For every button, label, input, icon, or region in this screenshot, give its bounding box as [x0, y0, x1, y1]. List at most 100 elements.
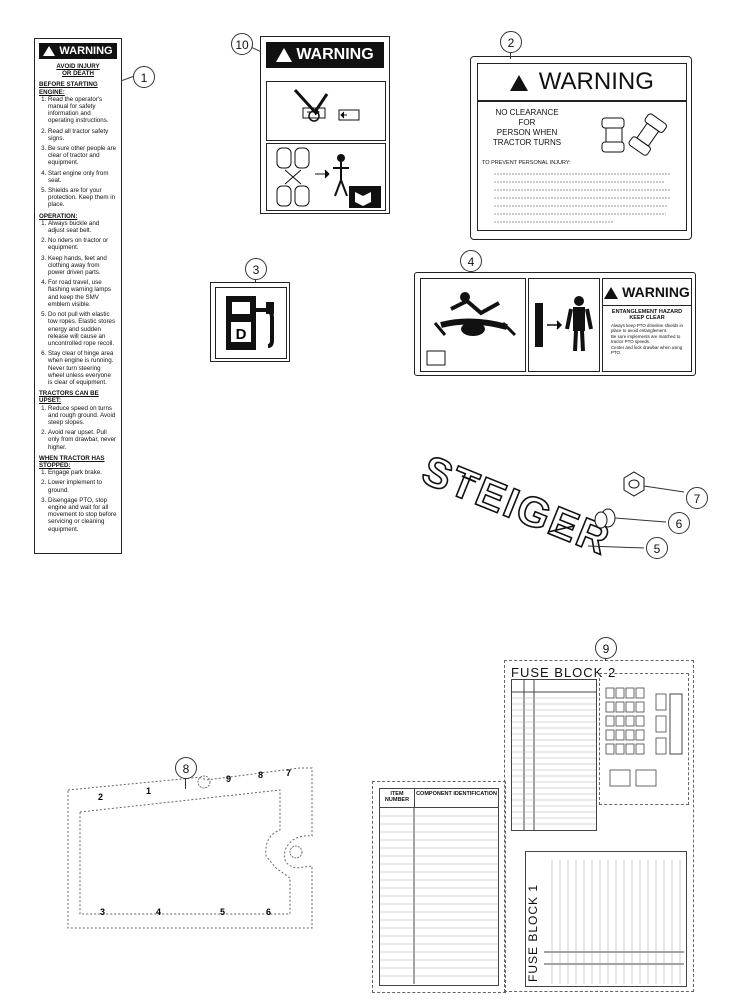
upset-list: Reduce speed on turns and rough ground. … [39, 405, 117, 451]
callout-6: 6 [668, 512, 690, 534]
list-item: Avoid rear upset. Pull only from drawbar… [48, 429, 117, 451]
operation-list: Always buckle and adjust seat belt. No r… [39, 220, 117, 386]
list-item: Read all tractor safety signs. [48, 128, 117, 142]
spacer-icon [594, 508, 616, 529]
stopped-heading-1: WHEN TRACTOR HAS [39, 454, 105, 462]
list-item: Disengage PTO, stop engine and wait for … [48, 497, 117, 533]
gasket-number: 3 [100, 907, 105, 917]
entanglement-decal: WARNING ENTANGLEMENT HAZARD KEEP CLEAR A… [414, 272, 696, 376]
fuel-pump-icon: D [226, 296, 274, 350]
list-item: For road travel, use flashing warning la… [48, 279, 117, 308]
warning-decal-no-clearance: WARNING NO CLEARANCE FOR PERSON WHEN TRA… [470, 56, 692, 240]
list-item: Always buckle and adjust seat belt. [48, 220, 117, 234]
callout-9: 9 [595, 637, 617, 659]
gasket-number: 4 [156, 907, 161, 917]
warning-triangle-icon [604, 287, 619, 300]
fuse-block-decal: FUSE BLOCK 2 [504, 660, 694, 992]
leader-line [587, 545, 645, 549]
entanglement-text-panel: WARNING ENTANGLEMENT HAZARD KEEP CLEAR A… [602, 278, 692, 372]
callout-8: 8 [175, 757, 197, 779]
list-item: No riders on tractor or equipment. [48, 237, 117, 251]
person-step-away-icon [535, 296, 593, 352]
nut-icon [623, 471, 645, 497]
upset-heading: TRACTORS CAN BE UPSET: [39, 390, 99, 405]
list-item: Always keep PTO driveline shields in pla… [611, 323, 691, 334]
list-item: Be sure implements are matched to tracto… [611, 334, 691, 345]
list-item: Keep hands, feet and clothing away from … [48, 255, 117, 277]
callout-3: 3 [245, 258, 267, 280]
warning-decal-pictorial: WARNING [260, 36, 390, 214]
steiger-emblem: STEIGER [416, 452, 618, 564]
fuse-block-2-table [511, 679, 597, 831]
entanglement-pictogram [420, 278, 526, 372]
list-item: Reduce speed on turns and rough ground. … [48, 405, 117, 427]
list-item: Lower implement to ground. [48, 479, 117, 493]
callout-2: 2 [500, 31, 522, 53]
gasket-number: 7 [286, 768, 291, 778]
warning-decal-operation: WARNING AVOID INJURY OR DEATH BEFORE STA… [34, 38, 122, 554]
table-header: ITEM NUMBER COMPONENT IDENTIFICATION [380, 789, 498, 808]
warning-header: WARNING [39, 43, 117, 59]
warning-header: WARNING [266, 42, 384, 68]
diesel-d-label: D [236, 326, 247, 343]
gasket-number: 8 [258, 770, 263, 780]
callout-1: 1 [133, 66, 155, 88]
warning-header: WARNING [477, 63, 687, 101]
fuse-grid-icon [605, 687, 683, 787]
entanglement-list: Always keep PTO driveline shields in pla… [603, 323, 691, 355]
hinge-hazard-pictogram [266, 81, 386, 141]
leader-line [643, 485, 685, 493]
prevent-injury-text: TO PREVENT PERSONAL INJURY: [482, 160, 571, 166]
callout-4: 4 [460, 250, 482, 272]
or-death: OR DEATH [62, 70, 94, 78]
fuse-block-2-layout [599, 673, 689, 805]
component-id-table: ITEM NUMBER COMPONENT IDENTIFICATION [372, 781, 506, 993]
avoid-injury: AVOID INJURY [56, 63, 100, 70]
diesel-fuel-decal: D [210, 282, 290, 362]
gasket-notch [289, 845, 303, 859]
before-starting-heading: BEFORE STARTING ENGINE: [39, 81, 98, 96]
tractor-person-icon [276, 147, 381, 208]
gasket-number: 1 [146, 786, 151, 796]
operation-heading: OPERATION: [39, 212, 78, 220]
list-item: Do not pull with elastic tow ropes. Elas… [48, 311, 117, 347]
fuse-block-2-title: FUSE BLOCK 2 [511, 665, 617, 680]
warning-triangle-icon [510, 74, 529, 91]
no-clearance-panel: NO CLEARANCE FOR PERSON WHEN TRACTOR TUR… [477, 101, 687, 231]
leader-line [614, 517, 667, 523]
component-id-header: COMPONENT IDENTIFICATION [416, 791, 497, 797]
fuse-block-1-table: FUSE BLOCK 1 [525, 851, 687, 987]
list-item: Center and lock drawbar when using PTO. [611, 345, 691, 356]
tractor-turn-pictogram [266, 143, 386, 211]
no-clearance-text: NO CLEARANCE FOR PERSON WHEN TRACTOR TUR… [492, 108, 562, 147]
list-item: Engage park brake. [48, 469, 117, 476]
list-item: Read the operator's manual for safety in… [48, 96, 117, 125]
callout-10: 10 [231, 33, 253, 55]
emblem-stud [461, 475, 477, 483]
callout-7: 7 [686, 487, 708, 509]
gasket-number: 2 [98, 792, 103, 802]
steiger-emblem-assembly: STEIGER [415, 452, 685, 565]
gasket-panel-outline: 2 1 9 8 7 3 4 5 6 [67, 767, 313, 929]
table-rows [380, 808, 498, 984]
stopped-list: Engage park brake. Lower implement to gr… [39, 469, 117, 533]
warning-header: WARNING [603, 279, 691, 306]
gasket-outer-edge [67, 767, 313, 929]
list-item: Be sure other people are clear of tracto… [48, 145, 117, 167]
keep-clear-pictogram [528, 278, 600, 372]
gasket-number: 9 [226, 774, 231, 784]
before-starting-list: Read the operator's manual for safety in… [39, 96, 117, 209]
hinge-crush-icon [293, 88, 360, 122]
warning-triangle-icon [276, 47, 293, 62]
callout-5: 5 [646, 537, 668, 559]
pto-entanglement-icon [426, 292, 517, 366]
gasket-number: 5 [220, 907, 225, 917]
warning-triangle-icon [43, 46, 56, 57]
list-item: Stay clear of hinge area when engine is … [48, 350, 117, 386]
gasket-hole [197, 775, 211, 789]
articulated-tractor-icon [601, 113, 667, 156]
fuse-block-1-title: FUSE BLOCK 1 [526, 883, 540, 982]
list-item: Start engine only from seat. [48, 170, 117, 184]
stopped-heading-2: STOPPED: [39, 461, 71, 469]
gasket-number: 6 [266, 907, 271, 917]
